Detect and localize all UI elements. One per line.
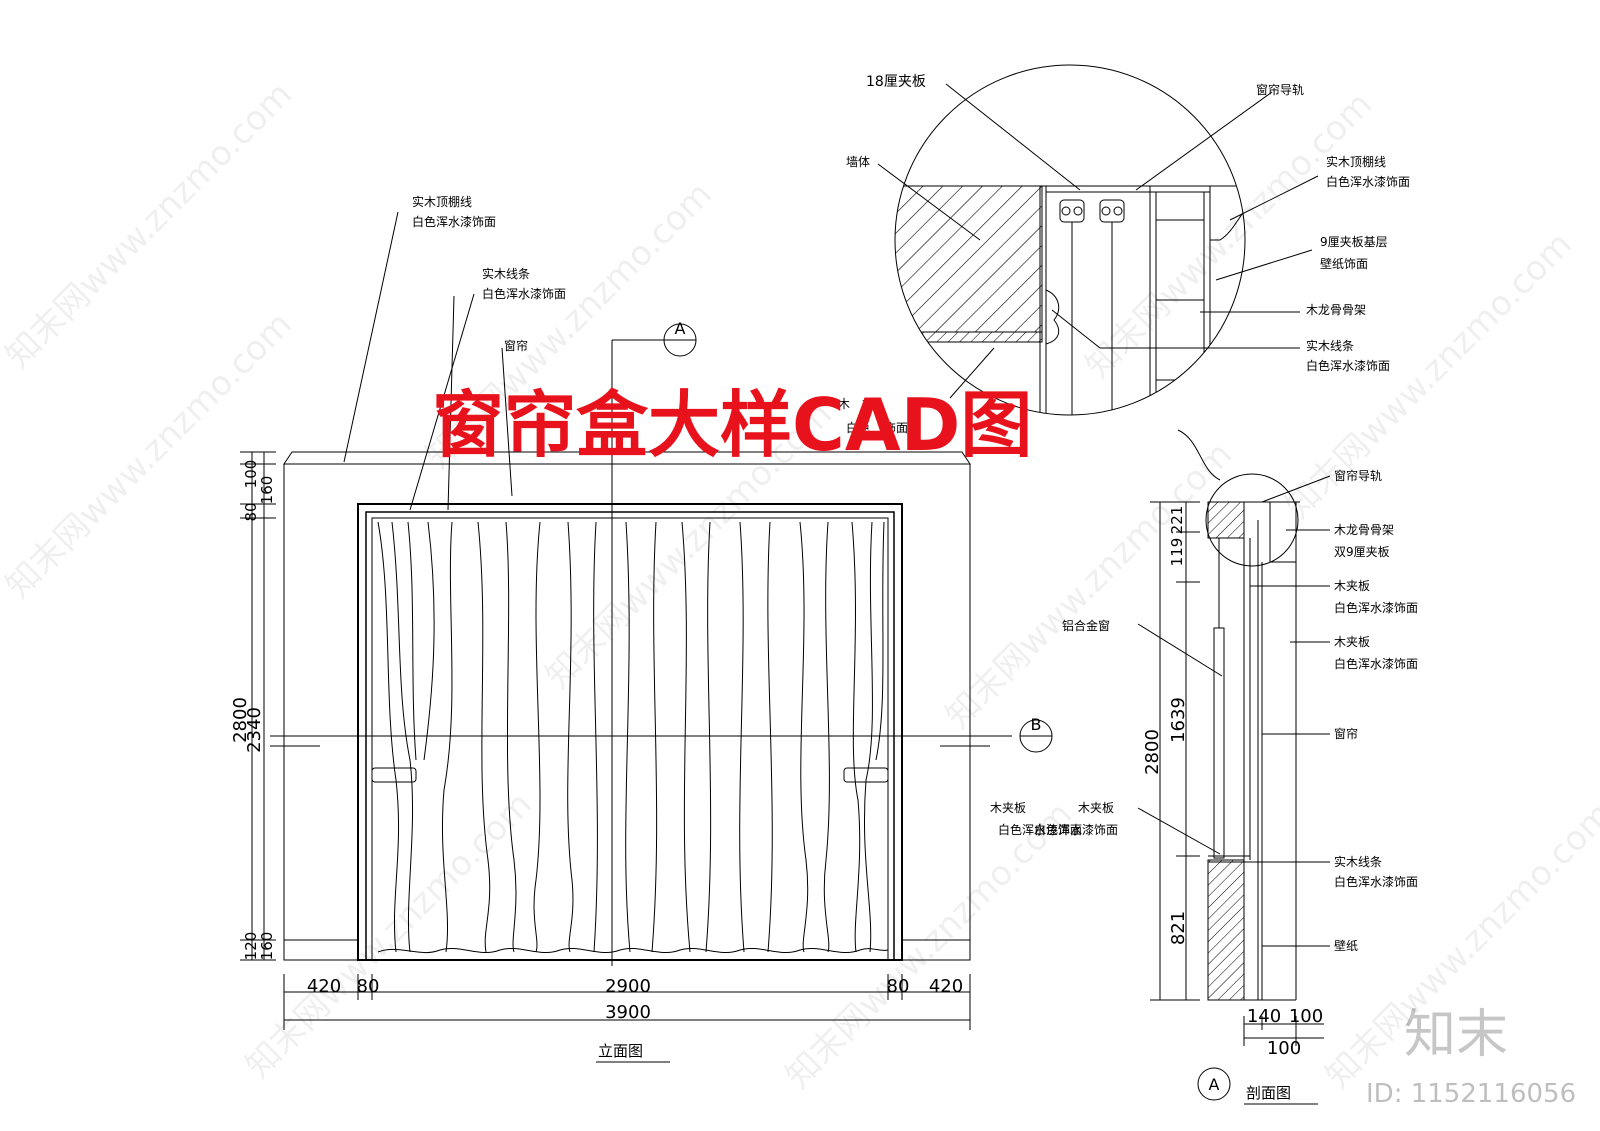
label-trim-2: 白色浑水漆饰面 [482, 286, 566, 301]
label-trim-2: 白色浑水漆饰面 [1334, 874, 1418, 889]
detail-labels: 18厘夹板 窗帘导轨 墙体 实木顶棚线 白色浑水漆饰面 9厘夹板基层 壁纸饰面 … [838, 74, 1410, 435]
label-board-partial-2: 板 [862, 397, 874, 411]
label-track: 窗帘导轨 [1256, 82, 1304, 97]
dim-top-a: 100 [242, 460, 260, 489]
dim-h-total: 100 [1267, 1038, 1301, 1059]
label-trim-1: 实木线条 [1306, 338, 1354, 353]
label-trim-2: 白色浑水漆饰面 [1306, 358, 1390, 373]
caption-elevation: 立面图 [598, 1042, 643, 1060]
caption-section: 剖面图 [1246, 1084, 1291, 1102]
label-curtain: 窗帘 [504, 338, 528, 353]
label-ply18: 18厘夹板 [866, 74, 926, 90]
watermark-text: 知末网www.znzmo.com [778, 794, 1080, 1096]
label-keel-1: 木龙骨骨架 [1334, 523, 1394, 537]
dim-top-c: 160 [258, 476, 276, 505]
label-curtain: 窗帘 [1334, 726, 1358, 741]
dim-bottom-a: 120 [242, 932, 260, 961]
label-board1-2: 白色浑水漆饰面 [1334, 600, 1418, 615]
crown-profile [1209, 185, 1245, 241]
label-board-1: 木夹板 [990, 801, 1026, 815]
label-board1-1: 木夹板 [1334, 579, 1370, 593]
detail-circle [877, 64, 1319, 481]
label-crown-1: 实木顶棚线 [412, 194, 472, 209]
label-board3-2: 白色浑水漆饰面 [1034, 822, 1118, 837]
image-id: ID: 1152116056 [1366, 1079, 1576, 1109]
dim-outer: 2800 [230, 697, 251, 743]
label-board-2: 白色浑水漆饰面 [998, 822, 1082, 837]
label-track: 窗帘导轨 [1334, 468, 1382, 483]
page-title: 窗帘盒大样CAD图 [432, 383, 1032, 467]
dim-bottom-b: 160 [258, 932, 276, 961]
wall-hatch [895, 185, 1043, 333]
track-carrier-2 [1099, 199, 1125, 223]
label-board2-2: 白色浑水漆饰面 [1334, 656, 1418, 671]
label-crown-1: 实木顶棚线 [1326, 154, 1386, 169]
watermark-text: 知末网www.znzmo.com [238, 784, 540, 1086]
label-board3-1: 木夹板 [1078, 801, 1114, 815]
label-ply9-1: 9厘夹板基层 [1320, 235, 1388, 249]
brand-logo: 知末 [1404, 1005, 1508, 1065]
trim-profile [1045, 289, 1060, 345]
leader-crown [343, 211, 399, 463]
label-wall: 墙体 [846, 155, 870, 169]
label-board2-1: 木夹板 [1334, 635, 1370, 649]
elevation-view [240, 211, 1053, 1063]
watermark-text: 知末网www.znzmo.com [938, 434, 1240, 736]
dim-right-b: 80 [887, 976, 910, 997]
dim-middle: 1639 [1168, 697, 1189, 743]
dim-left-b: 80 [357, 976, 380, 997]
dim-middle: 2900 [605, 976, 651, 997]
section-view [1137, 473, 1331, 1105]
label-board-partial-4: 饰面 [884, 421, 908, 435]
section-mark-a-circle [1197, 1067, 1231, 1101]
track-carrier-1 [1059, 199, 1085, 223]
label-trim-1: 实木线条 [1334, 854, 1382, 869]
label-ply9-2: 壁纸饰面 [1320, 256, 1368, 271]
label-board-partial-1: 木 [838, 397, 850, 411]
leader-curtain [501, 347, 513, 497]
section-labels: 窗帘导轨 木龙骨骨架 双9厘夹板 木夹板 白色浑水漆饰面 木夹板 白色浑水漆饰面… [1034, 468, 1418, 1102]
tieback-left [371, 767, 417, 783]
dim-total: 3900 [605, 1002, 651, 1023]
label-crown-2: 白色浑水漆饰面 [412, 214, 496, 229]
label-trim-1: 实木线条 [482, 266, 530, 281]
label-crown-2: 白色浑水漆饰面 [1326, 174, 1410, 189]
label-wallpaper: 壁纸 [1334, 938, 1358, 953]
dim-h-a: 140 [1247, 1006, 1281, 1027]
label-keel-2: 双9厘夹板 [1334, 545, 1390, 559]
section-mark-a-text: A [675, 319, 686, 338]
dim-outer: 2800 [1142, 729, 1163, 775]
alu-window [1213, 627, 1225, 859]
dim-right-a: 420 [929, 976, 963, 997]
dim-left-a: 420 [307, 976, 341, 997]
dim-bottom: 821 [1168, 911, 1189, 945]
dim-top-b: 80 [242, 502, 260, 521]
section-mark-b-text: B [1031, 715, 1042, 734]
label-keel: 木龙骨骨架 [1306, 303, 1366, 317]
curtain [371, 521, 889, 954]
sill-hatch [1207, 859, 1245, 1001]
dim-inner: 2340 [244, 707, 265, 753]
dim-top-b: 221 [1168, 506, 1186, 535]
tieback-right [843, 767, 889, 783]
dim-h-b: 100 [1289, 1006, 1323, 1027]
label-alu: 铝合金窗 [1062, 618, 1110, 633]
label-board-partial-3: 白色 [846, 420, 870, 435]
dim-top-a: 119 [1168, 538, 1186, 567]
leader-trim [409, 293, 475, 511]
elevation-labels: 实木顶棚线 白色浑水漆饰面 实木线条 白色浑水漆饰面 窗帘 木夹板 白色浑水漆饰… [230, 194, 1082, 1060]
section-mark-a-text: A [1209, 1075, 1220, 1094]
